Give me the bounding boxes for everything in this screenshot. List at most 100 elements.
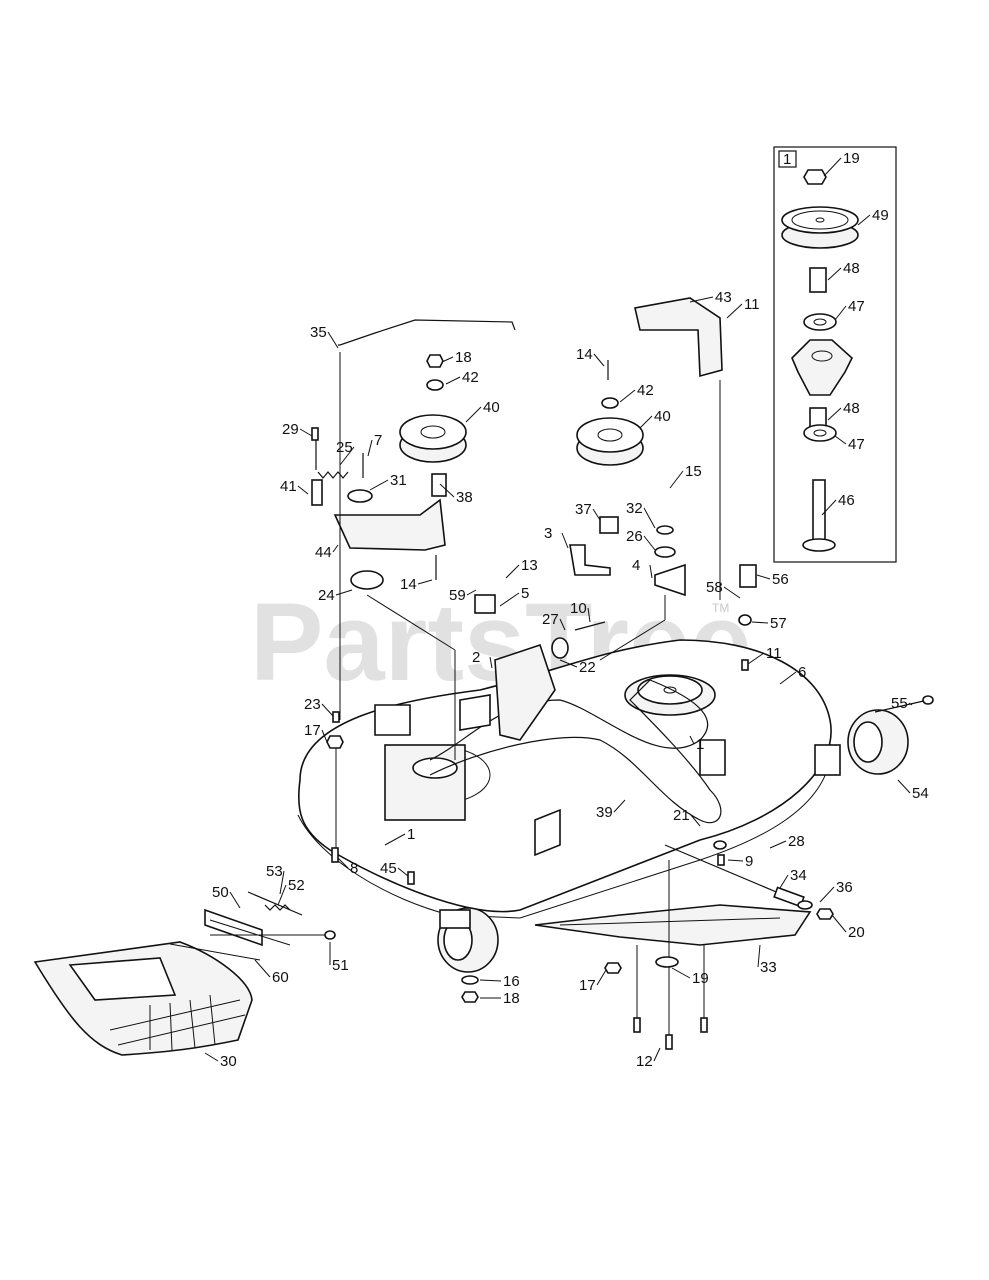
callout-49: 49 xyxy=(872,207,889,224)
callout-leader xyxy=(769,840,787,849)
callout-leader xyxy=(727,859,744,862)
callout-2: 2 xyxy=(472,649,480,666)
callout-47: 47 xyxy=(848,436,865,453)
bushing-part xyxy=(599,516,619,534)
callout-50: 50 xyxy=(212,884,229,901)
callout-leader xyxy=(639,415,653,429)
callout-29: 29 xyxy=(282,421,299,438)
callout-5: 5 xyxy=(521,585,529,602)
callout-19: 19 xyxy=(692,970,709,987)
callout-18: 18 xyxy=(455,349,472,366)
callout-leader xyxy=(369,479,389,491)
callout-23: 23 xyxy=(304,696,321,713)
callout-24: 24 xyxy=(318,587,335,604)
callout-42: 42 xyxy=(462,369,479,386)
callout-41: 41 xyxy=(280,478,297,495)
callout-18: 18 xyxy=(503,990,520,1007)
callout-38: 38 xyxy=(456,489,473,506)
callout-leader xyxy=(690,814,701,827)
callout-19: 19 xyxy=(843,150,860,167)
callout-43: 43 xyxy=(715,289,732,306)
callout-4: 4 xyxy=(632,557,640,574)
callout-leader xyxy=(479,979,502,982)
callout-leader xyxy=(505,564,520,579)
callout-26: 26 xyxy=(626,528,643,545)
callout-leader xyxy=(821,499,837,516)
callout-60: 60 xyxy=(272,969,289,986)
callout-46: 46 xyxy=(838,492,855,509)
callout-33: 33 xyxy=(760,959,777,976)
callout-leader xyxy=(229,891,241,909)
callout-leader xyxy=(649,564,653,579)
callout-leader xyxy=(689,296,714,303)
callout-leader xyxy=(466,589,477,596)
callout-leader xyxy=(831,914,847,933)
callout-leader xyxy=(337,857,349,869)
callout-36: 36 xyxy=(836,879,853,896)
callout-11: 11 xyxy=(766,645,782,662)
callout-leader xyxy=(593,353,605,367)
callout-3: 3 xyxy=(544,525,552,542)
callout-leader xyxy=(779,874,789,889)
callout-44: 44 xyxy=(315,544,332,561)
callout-leader xyxy=(723,586,741,599)
bearing-part xyxy=(803,313,837,331)
callout-leader xyxy=(823,157,842,177)
callout-leader xyxy=(596,969,607,986)
callout-54: 54 xyxy=(912,785,929,802)
callout-20: 20 xyxy=(848,924,865,941)
callout-leader xyxy=(277,884,287,906)
callout-35: 35 xyxy=(310,324,327,341)
callout-leader xyxy=(671,967,691,979)
callout-leader xyxy=(643,507,656,529)
belt-part xyxy=(429,679,722,824)
callout-leader xyxy=(756,574,771,580)
callout-leader xyxy=(619,389,636,403)
callout-leader xyxy=(297,485,309,495)
callout-14: 14 xyxy=(576,346,593,363)
callout-leader xyxy=(321,729,328,743)
callout-leader xyxy=(367,439,373,457)
callout-leader xyxy=(587,607,591,623)
callout-6: 6 xyxy=(798,664,806,681)
inset-label: 1 xyxy=(783,151,791,168)
callout-leader xyxy=(819,886,835,903)
callout-17: 17 xyxy=(579,977,596,994)
spindle-inset: 1 xyxy=(773,146,897,563)
left-spindle-bracket-part xyxy=(384,744,466,821)
callout-leader xyxy=(827,407,842,421)
callout-leader xyxy=(465,406,482,423)
spindle-shaft-part xyxy=(812,479,826,541)
callout-58: 58 xyxy=(706,579,723,596)
watermark-trademark: TM xyxy=(712,601,729,615)
callout-leader xyxy=(908,702,913,706)
callout-39: 39 xyxy=(596,804,613,821)
callout-leader xyxy=(726,303,743,319)
callout-22: 22 xyxy=(579,659,596,676)
callout-leader xyxy=(592,508,601,521)
spacer-part xyxy=(809,267,827,293)
callout-31: 31 xyxy=(390,472,407,489)
callout-32: 32 xyxy=(626,500,643,517)
callout-30: 30 xyxy=(220,1053,237,1070)
callout-leader xyxy=(332,544,339,553)
callout-59: 59 xyxy=(449,587,466,604)
callout-leader xyxy=(857,214,871,226)
callout-12: 12 xyxy=(636,1053,653,1070)
callout-45: 45 xyxy=(380,860,397,877)
callout-40: 40 xyxy=(483,399,500,416)
callout-56: 56 xyxy=(772,571,789,588)
callout-11: 11 xyxy=(744,296,760,313)
callout-leader xyxy=(439,483,455,498)
callout-leader xyxy=(397,867,409,877)
callout-leader xyxy=(254,959,271,978)
callout-leader xyxy=(445,376,461,385)
rear-wheel-right xyxy=(814,695,934,776)
callout-leader xyxy=(751,621,769,624)
bolts xyxy=(311,427,834,1050)
callout-leader xyxy=(561,532,569,549)
callout-27: 27 xyxy=(542,611,559,628)
spring-part xyxy=(264,904,291,911)
callout-37: 37 xyxy=(575,501,592,518)
